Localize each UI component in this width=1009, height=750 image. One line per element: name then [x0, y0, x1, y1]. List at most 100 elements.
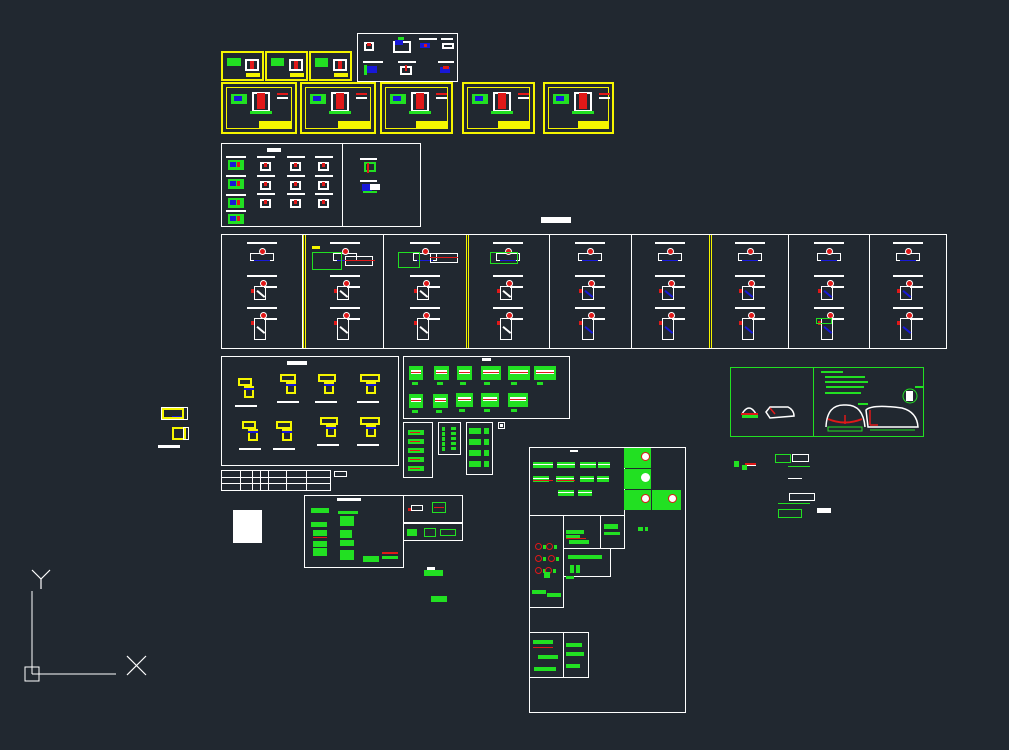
assembly-part[interactable]	[340, 550, 354, 560]
part-drawing[interactable]	[580, 476, 594, 482]
small-part[interactable]	[469, 439, 481, 445]
assembly-part[interactable]	[313, 541, 327, 547]
loose-profile-outline[interactable]	[161, 407, 188, 420]
bracket-elevation[interactable]	[900, 318, 912, 340]
profile-top[interactable]	[360, 417, 380, 425]
loose-part[interactable]	[734, 461, 739, 467]
note-box[interactable]	[334, 471, 347, 477]
stair-detail-box[interactable]	[778, 509, 802, 518]
loose-profile-shape[interactable]	[172, 427, 186, 440]
part-drawing[interactable]	[604, 532, 620, 535]
profile-top[interactable]	[242, 421, 256, 429]
assembly-part[interactable]	[424, 528, 436, 537]
profile-top[interactable]	[318, 374, 336, 382]
solid-block[interactable]	[233, 510, 262, 543]
flange-circle[interactable]	[535, 555, 542, 562]
part-drawing[interactable]	[547, 593, 561, 597]
loose-part[interactable]	[742, 465, 747, 470]
beam-detail[interactable]	[430, 253, 458, 263]
part-drawing[interactable]	[557, 462, 575, 468]
small-part[interactable]	[442, 442, 445, 446]
assembly-part[interactable]	[311, 522, 327, 527]
bracket-elevation[interactable]	[900, 286, 912, 300]
small-part[interactable]	[469, 450, 481, 456]
bracket-elevation[interactable]	[254, 318, 266, 340]
bracket-elevation[interactable]	[500, 318, 512, 340]
assembly-part[interactable]	[382, 556, 398, 559]
part-drawing[interactable]	[544, 572, 550, 578]
assembly-part[interactable]	[340, 516, 354, 526]
part-drawing[interactable]	[556, 476, 574, 482]
drawing-sheet-small-c[interactable]	[466, 422, 493, 475]
assembly-part[interactable]	[340, 540, 354, 546]
part-drawing[interactable]	[566, 652, 584, 656]
drawing-sheet-large-4[interactable]	[462, 82, 535, 134]
flange-circle[interactable]	[535, 567, 542, 574]
small-part[interactable]	[484, 439, 489, 445]
bracket-elevation[interactable]	[582, 286, 594, 300]
small-part[interactable]	[451, 432, 456, 435]
detail-component[interactable]	[228, 179, 244, 189]
bracket-elevation[interactable]	[417, 318, 429, 340]
profile-top[interactable]	[360, 374, 380, 382]
assembly-part[interactable]	[311, 508, 329, 513]
part-drawing[interactable]	[558, 490, 574, 496]
small-part[interactable]	[484, 461, 489, 467]
bracket-elevation[interactable]	[582, 318, 594, 340]
bracket-elevation[interactable]	[337, 286, 349, 300]
flange-circle[interactable]	[535, 543, 542, 550]
drawing-sheet-small-b[interactable]	[438, 422, 461, 455]
part-drawing[interactable]	[568, 555, 602, 559]
assembly-part[interactable]	[432, 502, 446, 513]
small-part[interactable]	[469, 461, 481, 467]
part-drawing[interactable]	[570, 565, 574, 573]
flange-circle[interactable]	[546, 543, 553, 550]
assembly-part[interactable]	[338, 511, 358, 514]
stair-detail-box[interactable]	[775, 454, 791, 463]
small-part[interactable]	[484, 450, 489, 456]
bracket-elevation[interactable]	[742, 286, 754, 300]
part-drawing[interactable]	[566, 576, 574, 579]
profile-top[interactable]	[276, 421, 292, 429]
bracket-elevation[interactable]	[821, 286, 833, 300]
small-part[interactable]	[451, 447, 456, 450]
drawing-sheet-index[interactable]	[357, 33, 458, 82]
part-drawing[interactable]	[533, 476, 549, 482]
small-part[interactable]	[442, 432, 445, 436]
part-drawing[interactable]	[566, 535, 580, 539]
small-part[interactable]	[442, 427, 445, 431]
small-part[interactable]	[469, 428, 481, 434]
loose-part[interactable]	[424, 570, 443, 576]
part-drawing[interactable]	[566, 530, 584, 534]
assembly-part[interactable]	[407, 529, 417, 536]
profile-top[interactable]	[320, 417, 338, 425]
drawing-sheet-large-3[interactable]	[380, 82, 453, 134]
small-part[interactable]	[442, 437, 445, 441]
detail-component[interactable]	[228, 214, 244, 224]
profile-top[interactable]	[238, 378, 252, 386]
drawing-sheet-large-2[interactable]	[300, 82, 376, 134]
bracket-elevation[interactable]	[662, 318, 674, 340]
assembly-part[interactable]	[313, 548, 327, 556]
profile-top[interactable]	[280, 374, 296, 382]
bracket-elevation[interactable]	[254, 286, 266, 300]
part-drawing[interactable]	[569, 540, 589, 544]
bracket-elevation[interactable]	[500, 286, 512, 300]
small-part[interactable]	[484, 428, 489, 434]
assembly-part[interactable]	[340, 530, 352, 538]
detail-component[interactable]	[228, 160, 244, 170]
detail-component[interactable]	[228, 198, 244, 208]
beam-detail[interactable]	[345, 256, 373, 266]
part-drawing[interactable]	[533, 462, 553, 468]
part-drawing[interactable]	[576, 565, 580, 573]
drawing-sheet-small-d[interactable]	[498, 422, 505, 429]
part-drawing[interactable]	[534, 667, 556, 671]
stair-detail-box[interactable]	[792, 454, 809, 462]
part-drawing[interactable]	[532, 590, 546, 594]
bracket-elevation[interactable]	[662, 286, 674, 300]
part-drawing[interactable]	[604, 524, 618, 529]
drawing-sheet-assembly-detail-2[interactable]	[403, 523, 463, 541]
bracket-elevation[interactable]	[337, 318, 349, 340]
small-part[interactable]	[451, 437, 456, 440]
part-drawing[interactable]	[538, 655, 558, 659]
